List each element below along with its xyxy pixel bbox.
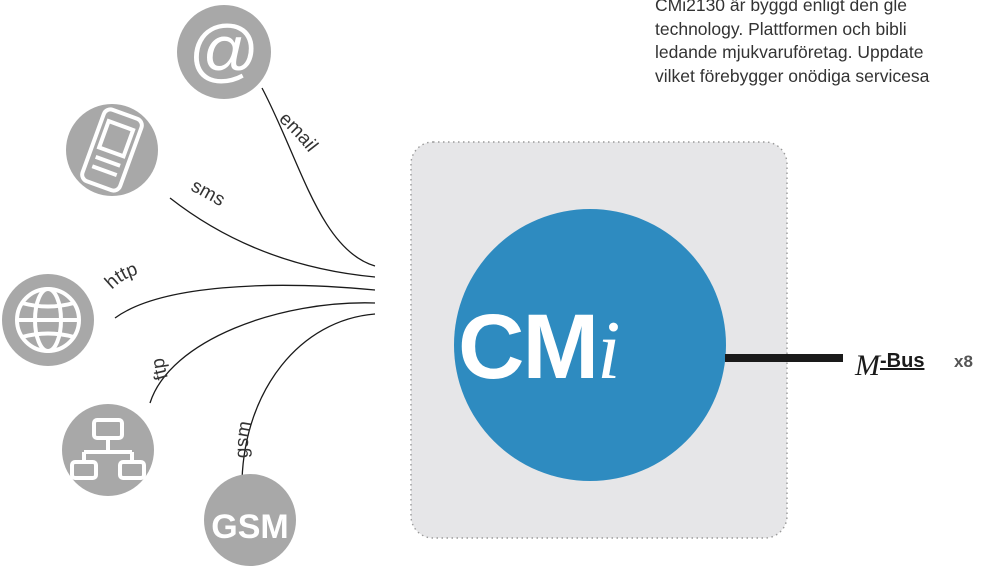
device-logo: CMi [458, 296, 620, 398]
description-line-4: vilket förebygger onödiga servicesa [655, 65, 930, 86]
channel-label-sms: sms [188, 176, 229, 211]
device-logo-main: CM [458, 296, 597, 398]
channel-label-email: email [275, 108, 322, 156]
description-line-3: ledande mjukvaruföretag. Uppdate [655, 42, 924, 62]
device-logo-suffix: i [597, 304, 620, 397]
globe-icon [2, 274, 94, 366]
mobile-phone-icon [66, 104, 158, 196]
channel-label-ftp: ftp [148, 357, 173, 383]
mbus-label: -Bus [880, 350, 924, 372]
mbus-logo-letter: M [854, 349, 882, 382]
connection-line-gsm [241, 313, 376, 481]
mbus-logo: M -Bus x8 [854, 349, 973, 382]
gsm-icon: GSM [204, 474, 296, 566]
connection-line-http [114, 284, 376, 319]
description-line-2: technology. Plattformen och bibli [655, 18, 907, 39]
description-text: CMi2130 är byggd enligt den gle technolo… [655, 0, 995, 88]
mbus-connector-line [725, 354, 843, 362]
connection-line-sms [169, 197, 376, 278]
svg-text:GSM: GSM [211, 508, 288, 546]
mbus-count: x8 [954, 352, 973, 371]
network-icon [62, 404, 154, 496]
at-sign-icon: @ [177, 5, 271, 99]
connection-line-email [261, 87, 376, 267]
description-line-1: CMi2130 är byggd enligt den gle [655, 0, 907, 15]
connection-line-ftp [149, 302, 376, 404]
device-circle [454, 209, 726, 481]
channel-label-http: http [101, 259, 140, 294]
channel-label-gsm: gsm [232, 420, 256, 459]
svg-text:@: @ [188, 11, 259, 89]
connection-lines [114, 87, 376, 481]
